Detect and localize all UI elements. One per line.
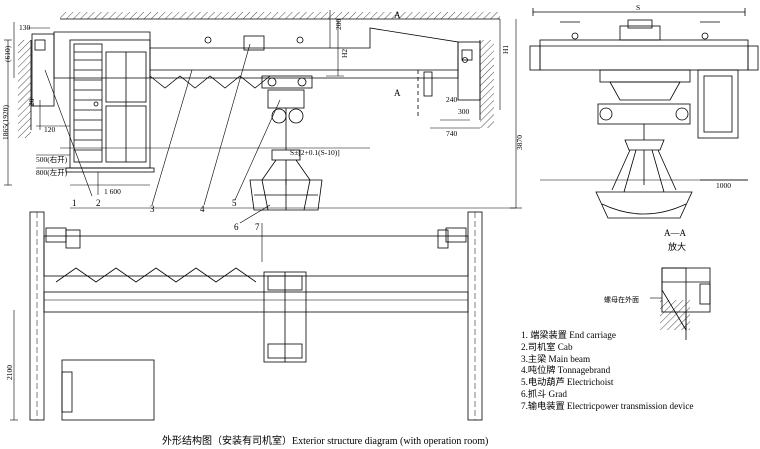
end-carriage-side <box>539 39 749 71</box>
callout-5: 5 <box>232 198 237 208</box>
main-beam-plan <box>43 291 469 313</box>
front-dimension-lines <box>4 10 522 209</box>
legend-item: 2.司机室 Cab <box>521 341 573 352</box>
hoist-trolley <box>261 75 313 89</box>
plan-view <box>10 211 483 421</box>
dim-3870: 3870 <box>515 135 524 150</box>
dim-800: 800(左开) <box>36 167 68 177</box>
tonnage-plate <box>243 35 265 51</box>
dim-500: 500(右开) <box>36 154 68 164</box>
section-marker-mid: A <box>394 88 401 98</box>
callout-3: 3 <box>150 204 155 214</box>
main-beam-front <box>53 27 459 79</box>
callout-2: 2 <box>96 198 101 208</box>
dim-H2: H2 <box>340 49 349 58</box>
dim-610: (610) <box>3 45 12 62</box>
festoon-zigzag <box>149 75 271 89</box>
ceiling-hatch <box>60 12 500 19</box>
dim-2100: 2100 <box>5 365 14 380</box>
nut-note: 螺母在外面 <box>604 295 639 304</box>
front-elevation <box>4 10 522 262</box>
side-view <box>529 8 759 219</box>
dim-20: 20 <box>27 98 36 106</box>
section-marker-top: A <box>394 10 401 20</box>
grab-bucket-side <box>595 139 693 219</box>
callout-4: 4 <box>200 204 205 214</box>
legend-item: 7.输电装置 Electricpower transmission device <box>521 400 694 411</box>
legend-item: 4.吨位牌 Tonnagebrand <box>521 365 611 376</box>
detail-title: A—A <box>664 228 686 238</box>
dim-200: 200 <box>334 19 343 31</box>
cab-door-handle <box>93 101 99 107</box>
figure-caption: 外形结构图（安装有司机室）Exterior structure diagram … <box>162 436 489 447</box>
legend-item: 5.电动葫芦 Electrichoist <box>521 377 614 388</box>
dim-130: 130 <box>19 23 31 32</box>
left-wall-hatch <box>18 40 31 130</box>
dim-240: 240 <box>446 95 458 104</box>
electric-hoist <box>267 89 305 109</box>
dim-300: 300 <box>458 107 470 116</box>
callout-1: 1 <box>72 198 77 208</box>
right-end-carriage <box>457 41 481 101</box>
parts-legend: 1. 端梁装置 End carriage 2.司机室 Cab 3.主梁 Main… <box>521 330 693 413</box>
dim-H1: H1 <box>501 45 510 54</box>
legend-item: 6.抓斗 Grad <box>521 388 567 399</box>
legend-item: 3.主梁 Main beam <box>521 353 591 364</box>
right-wall-hatch <box>480 40 494 120</box>
cab-plan <box>61 359 155 421</box>
callout-6: 6 <box>234 222 239 232</box>
power-collector <box>423 71 433 97</box>
dim-S: S <box>636 3 640 12</box>
dim-740: 740 <box>446 129 458 138</box>
festoon-plan <box>55 267 257 283</box>
dim-1000: 1000 <box>716 181 731 190</box>
cab-body <box>69 39 151 169</box>
grab-bucket-front <box>249 149 323 211</box>
detail-subtitle: 放大 <box>668 241 686 252</box>
legend-item: 1. 端梁装置 End carriage <box>521 330 616 340</box>
detail-a-a <box>650 267 711 340</box>
bolt-circle <box>204 36 212 44</box>
dim-1600: 1 600 <box>104 187 121 196</box>
dim-slope: S±[2+0.1(S-10)] <box>290 148 340 157</box>
callout-7: 7 <box>255 222 260 232</box>
callout-leaders <box>44 43 281 262</box>
dim-1865: 1865(1920) <box>1 105 10 140</box>
dim-120: 120 <box>44 125 56 134</box>
cab-side <box>697 69 739 139</box>
